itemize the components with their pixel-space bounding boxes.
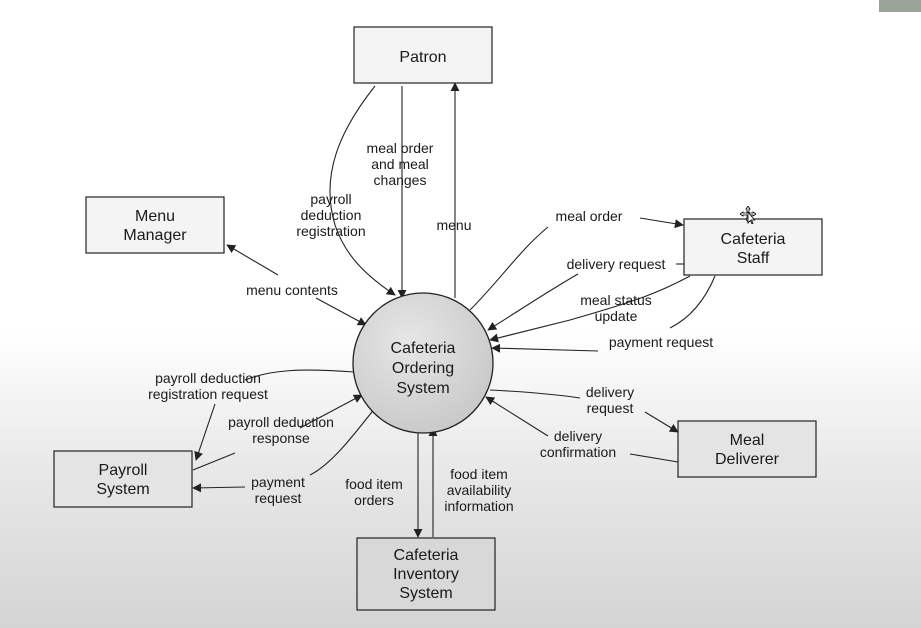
svg-text:update: update <box>595 308 638 324</box>
flow-label-delivery-request-deliverer: delivery request <box>586 384 634 416</box>
svg-text:payroll deduction: payroll deduction <box>228 414 334 430</box>
entity-label-line: Meal <box>730 432 765 449</box>
flow-label-payment-request-staff: payment request <box>609 334 713 350</box>
svg-text:menu: menu <box>436 217 471 233</box>
entity-label-line: Manager <box>123 227 187 244</box>
flow-label-delivery-confirmation: delivery confirmation <box>540 428 616 460</box>
flow-line-payment-request-payroll <box>193 407 376 488</box>
svg-text:and meal: and meal <box>371 156 429 172</box>
entity-label-line: Staff <box>737 250 770 267</box>
svg-text:delivery request: delivery request <box>567 256 666 272</box>
cafeteria-ordering-system-process: Cafeteria Ordering System <box>352 292 494 434</box>
svg-text:registration request: registration request <box>148 386 268 402</box>
process-label-line: Ordering <box>392 360 454 377</box>
svg-text:changes: changes <box>374 172 427 188</box>
svg-text:orders: orders <box>354 492 394 508</box>
entity-label-line: Deliverer <box>715 451 780 468</box>
entity-label-line: Cafeteria <box>394 547 459 564</box>
flow-line-delivery-request-staff <box>487 273 579 331</box>
entity-payroll-system: Payroll System <box>53 450 193 508</box>
entity-meal-deliverer: Meal Deliverer <box>677 420 817 478</box>
flow-lines <box>192 82 716 538</box>
flow-line-payment-request-staff-tip <box>491 343 599 353</box>
flow-label-payroll-deduction-registration-request: payroll deduction registration request <box>148 370 268 402</box>
flow-label-payment-request-payroll: payment request <box>251 474 305 506</box>
svg-text:deduction: deduction <box>301 207 362 223</box>
flow-label-menu: menu <box>436 217 471 233</box>
svg-text:food item: food item <box>345 476 403 492</box>
move-cursor-icon <box>740 206 756 224</box>
svg-text:meal order: meal order <box>556 208 623 224</box>
svg-text:request: request <box>587 400 634 416</box>
entity-label-line: Payroll <box>99 462 148 479</box>
flow-line-delivery-request-deliverer-tip <box>644 411 679 433</box>
entity-label-line: Inventory <box>393 566 459 583</box>
svg-text:delivery: delivery <box>554 428 602 444</box>
flow-line-payroll-deduction-registration-request <box>196 369 355 460</box>
flow-label-menu-contents: menu contents <box>246 282 338 298</box>
flow-label-meal-status-update: meal status update <box>580 292 652 324</box>
entity-cafeteria-staff: Cafeteria Staff <box>683 218 823 276</box>
svg-text:payment request: payment request <box>609 334 713 350</box>
entity-label-line: System <box>399 585 452 602</box>
flow-line-delivery-request-deliverer <box>489 389 581 399</box>
flow-line-meal-order <box>469 226 549 311</box>
svg-text:food item: food item <box>450 466 508 482</box>
flow-label-meal-order-and-meal-changes: meal order and meal changes <box>367 140 434 188</box>
entity-label-line: System <box>96 481 149 498</box>
flow-label-meal-order: meal order <box>556 208 623 224</box>
flow-label-food-item-availability-information: food item availability information <box>444 466 513 514</box>
flow-line-delivery-confirmation <box>486 397 679 463</box>
flow-line-payroll-deduction-response <box>192 395 362 471</box>
flow-label-food-item-orders: food item orders <box>345 476 403 508</box>
svg-text:availability: availability <box>447 482 512 498</box>
svg-text:confirmation: confirmation <box>540 444 616 460</box>
svg-text:request: request <box>255 490 302 506</box>
flow-line-payment-request-staff <box>669 275 716 329</box>
entity-label-line: Cafeteria <box>721 231 786 248</box>
flow-label-payroll-deduction-response: payroll deduction response <box>228 414 334 446</box>
svg-text:delivery: delivery <box>586 384 634 400</box>
flow-line-menu-contents <box>227 245 366 325</box>
entity-patron: Patron <box>353 26 493 84</box>
flow-line-meal-status-update <box>489 275 691 343</box>
entity-label-line: Patron <box>399 49 446 66</box>
svg-text:menu contents: menu contents <box>246 282 338 298</box>
svg-text:meal order: meal order <box>367 140 434 156</box>
svg-text:information: information <box>444 498 513 514</box>
svg-text:registration: registration <box>296 223 365 239</box>
flow-label-delivery-request-staff: delivery request <box>567 256 666 272</box>
process-label-line: Cafeteria <box>391 340 456 357</box>
svg-text:payroll deduction: payroll deduction <box>155 370 261 386</box>
entity-cafeteria-inventory-system: Cafeteria Inventory System <box>356 537 496 611</box>
entity-label-line: Menu <box>135 208 175 225</box>
process-label-line: System <box>396 380 449 397</box>
svg-text:payment: payment <box>251 474 305 490</box>
svg-text:payroll: payroll <box>310 191 351 207</box>
svg-text:response: response <box>252 430 310 446</box>
entity-menu-manager: Menu Manager <box>85 196 225 254</box>
flow-label-payroll-deduction-registration: payroll deduction registration <box>296 191 365 239</box>
corner-swatch <box>879 0 921 12</box>
flow-line-meal-order-tip <box>639 217 684 229</box>
svg-text:meal status: meal status <box>580 292 652 308</box>
